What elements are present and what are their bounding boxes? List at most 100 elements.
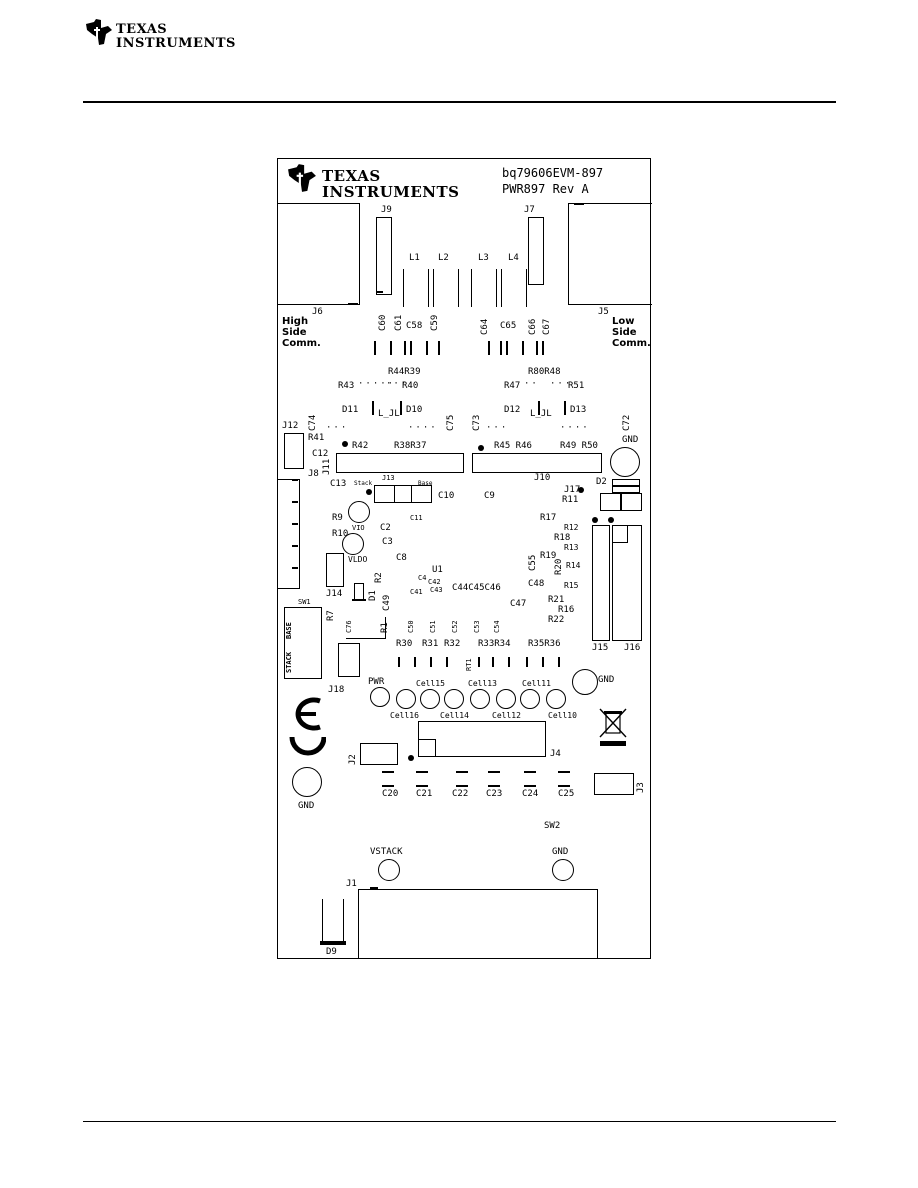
connector-j4	[418, 721, 546, 757]
low-side-comm-2: Side	[612, 327, 637, 338]
gnd-label-top: GND	[622, 435, 639, 445]
diode-d10: D10	[406, 405, 423, 415]
res-r21: R21	[548, 595, 565, 605]
res-r17: R17	[540, 513, 557, 523]
vldo-label: VLDO	[348, 555, 368, 564]
gnd-label-left: GND	[298, 801, 315, 811]
cap-c22: C22	[452, 789, 469, 799]
cap-c67: C67	[542, 318, 552, 335]
pwr-label: PWR	[368, 677, 385, 687]
label-j11: J11	[322, 458, 332, 475]
connector-j18	[338, 643, 360, 677]
cap-c3: C3	[382, 537, 393, 547]
cap-c2: C2	[380, 523, 391, 533]
label-j13: J13	[382, 474, 395, 482]
cell11-label: Cell11	[522, 679, 551, 688]
res-r33-r34: R33R34	[478, 639, 511, 649]
cell15-testpoint	[420, 689, 440, 709]
cap-c66: C66	[528, 318, 538, 335]
cap-c64: C64	[480, 318, 490, 335]
cell14-testpoint	[444, 689, 464, 709]
res-r22: R22	[548, 615, 565, 625]
board-brand-line-1: Texas	[322, 167, 381, 185]
diode-d13: D13	[570, 405, 587, 415]
j13-stack-label: Stack	[354, 480, 373, 487]
diode-d9-body	[322, 899, 344, 945]
gnd-testpoint-left	[292, 767, 322, 797]
label-j1: J1	[346, 879, 357, 889]
res-r18: R18	[554, 533, 571, 543]
cap-c8: C8	[396, 553, 407, 563]
high-side-comm-1: High	[282, 316, 309, 327]
thermistor-rt1: RT1	[465, 658, 473, 671]
pwr-testpoint	[370, 687, 390, 707]
res-r19: R19	[540, 551, 557, 561]
diode-d1: D1	[368, 590, 378, 601]
cell16-label: Cell16	[390, 711, 419, 720]
cap-c52: C52	[451, 620, 459, 633]
ti-state-logo-icon	[86, 19, 112, 45]
cap-c25: C25	[558, 789, 575, 799]
res-r7: R7	[326, 610, 336, 621]
low-side-comm-3: Comm.	[612, 338, 651, 349]
high-side-comm-2: Side	[282, 327, 307, 338]
res-r16: R16	[558, 605, 575, 615]
res-r42: R42	[352, 441, 369, 451]
cell10-testpoint	[546, 689, 566, 709]
cap-c75: C75	[446, 414, 456, 431]
label-j10: J10	[534, 473, 551, 483]
res-r10: R10	[332, 529, 349, 539]
diode-d2: D2	[596, 477, 607, 487]
label-j18: J18	[328, 685, 345, 695]
res-r14: R14	[566, 561, 581, 570]
gnd-testpoint-top	[610, 447, 640, 477]
board-revision: PWR897 Rev A	[502, 182, 589, 196]
weee-bin-icon	[599, 708, 627, 746]
label-j12: J12	[282, 421, 299, 431]
cell15-label: Cell15	[416, 679, 445, 688]
res-r15: R15	[564, 581, 579, 590]
footer-rule	[83, 1121, 836, 1122]
gnd-testpoint-bottom	[552, 859, 574, 881]
res-r51: R51	[568, 381, 585, 391]
inductor-l2-label: L2	[438, 253, 449, 263]
board-model: bq79606EVM-897	[502, 166, 604, 180]
connector-j3	[594, 773, 634, 795]
sw1-stack-label: STACK	[285, 651, 293, 673]
connector-j8	[278, 479, 300, 589]
vio-testpoint	[348, 501, 370, 523]
res-r41: R41	[308, 433, 325, 443]
label-j8: J8	[308, 469, 319, 479]
cap-c9: C9	[484, 491, 495, 501]
res-r49-r50: R49 R50	[560, 441, 598, 451]
label-j7: J7	[524, 205, 535, 215]
inductor-l3	[471, 269, 497, 307]
res-r20: R20	[554, 558, 564, 575]
inductor-l1	[403, 269, 429, 307]
res-r80-r48: R80R48	[528, 367, 561, 377]
vstack-label: VSTACK	[370, 847, 403, 857]
pcb-silkscreen-board: Texas Instruments bq79606EVM-897 PWR897 …	[277, 158, 652, 959]
cap-c13: C13	[330, 479, 347, 489]
vio-label: VIO	[352, 524, 365, 532]
label-j3: J3	[636, 782, 646, 793]
cap-c11: C11	[410, 514, 423, 522]
res-r38-r37: R38R37	[394, 441, 427, 451]
label-j16: J16	[624, 643, 641, 653]
cell12-testpoint	[496, 689, 516, 709]
board-brand-line-2: Instruments	[322, 183, 460, 201]
cap-c43: C43	[430, 586, 443, 594]
connector-j11	[336, 453, 464, 473]
res-r11: R11	[562, 495, 579, 505]
cap-c72: C72	[622, 414, 632, 431]
connector-j14	[326, 553, 344, 587]
vstack-testpoint	[378, 859, 400, 881]
inductor-l1-label: L1	[409, 253, 420, 263]
res-r31: R31	[422, 639, 439, 649]
label-j5: J5	[598, 307, 609, 317]
cap-c49: C49	[382, 594, 392, 611]
res-r13: R13	[564, 543, 579, 552]
cap-c60: C60	[378, 314, 388, 331]
cap-c55: C55	[528, 554, 538, 571]
cap-c54: C54	[493, 620, 501, 633]
